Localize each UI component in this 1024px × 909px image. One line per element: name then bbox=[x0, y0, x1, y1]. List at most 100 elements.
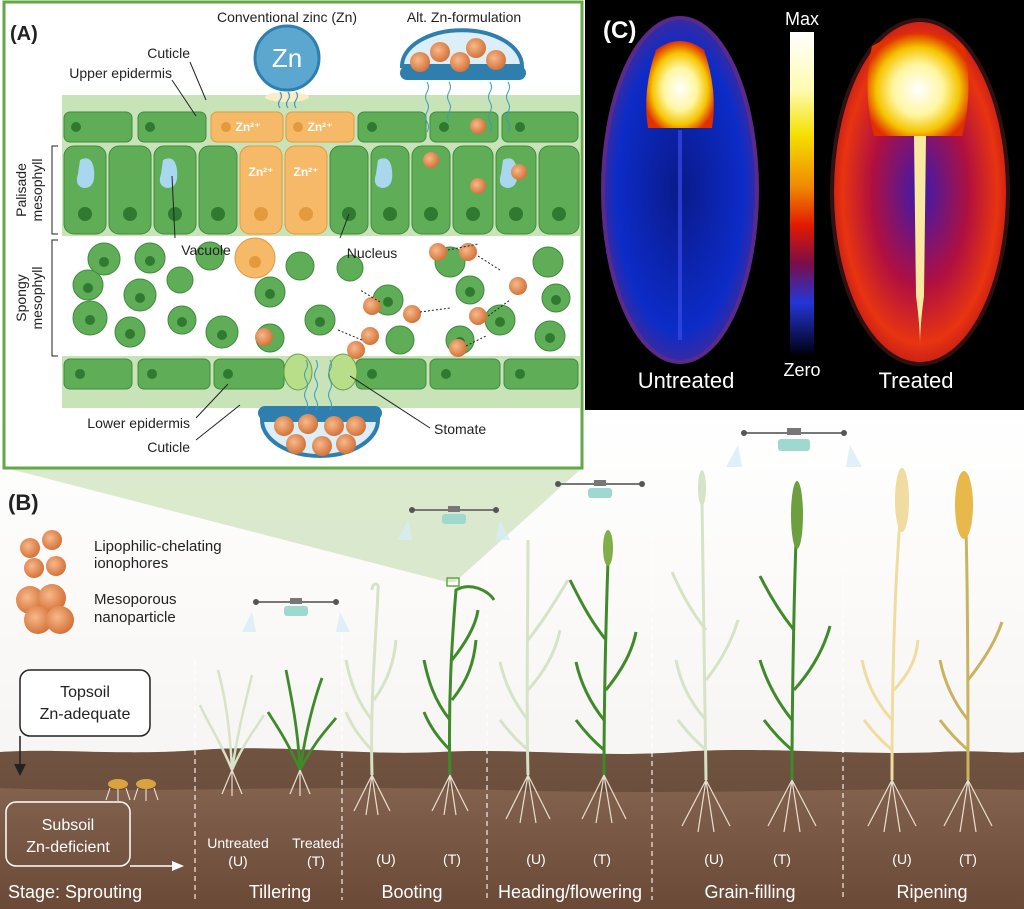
zoom-connector bbox=[6, 468, 582, 582]
plant-grainfill-treated bbox=[758, 539, 832, 781]
booting-u-label: (U) bbox=[376, 851, 395, 867]
svg-text:Spongy: Spongy bbox=[13, 274, 29, 321]
alt-zn-capsule-top bbox=[399, 28, 526, 80]
svg-text:mesophyll: mesophyll bbox=[29, 158, 45, 221]
np-release-arrows bbox=[337, 243, 511, 347]
booting-t-label: (T) bbox=[443, 851, 461, 867]
grainfill-t-label: (T) bbox=[773, 851, 791, 867]
topsoil-box bbox=[19, 669, 151, 737]
plant-booting-untreated bbox=[344, 582, 398, 776]
drone-icon-booting bbox=[398, 506, 510, 540]
plant-heading-treated bbox=[568, 559, 638, 776]
topsoil-line1: Topsoil bbox=[60, 684, 110, 701]
grain-untreated-embryo bbox=[646, 41, 714, 128]
svg-text:Zn²⁺: Zn²⁺ bbox=[294, 165, 319, 179]
untreated-label: Untreated bbox=[638, 368, 735, 393]
topsoil-layer bbox=[0, 748, 1024, 792]
stomate-label: Stomate bbox=[434, 421, 486, 437]
subsoil-box bbox=[5, 801, 131, 867]
stage-separators bbox=[194, 460, 844, 900]
drone-icon-heading bbox=[555, 480, 645, 498]
grainfill-u-label: (U) bbox=[704, 851, 723, 867]
ripening-u-label: (U) bbox=[892, 851, 911, 867]
lower-epidermis-cells bbox=[63, 358, 579, 390]
drone-icon-grainfill bbox=[726, 428, 862, 467]
topsoil-line2: Zn-adequate bbox=[40, 706, 131, 723]
spongy-nuclei bbox=[83, 256, 561, 347]
plant-tillering-untreated bbox=[198, 669, 266, 771]
spike-ripening-untreated bbox=[895, 468, 909, 532]
tillering-treated-line2: (T) bbox=[307, 853, 325, 869]
colorbar-zero-label: Zero bbox=[783, 360, 820, 380]
svg-text:Zn²⁺: Zn²⁺ bbox=[249, 165, 274, 179]
stage-sprouting-label: Stage: Sprouting bbox=[8, 882, 142, 902]
palisade-cells bbox=[63, 145, 580, 235]
plant-booting-treated bbox=[422, 585, 496, 776]
panel-b-letter: (B) bbox=[8, 490, 39, 515]
alt-zn-squiggles-bottom bbox=[304, 359, 332, 411]
panel-a-letter: (A) bbox=[10, 23, 38, 45]
palisade-label: Palisade mesophyll bbox=[13, 158, 45, 221]
heading-t-label: (T) bbox=[593, 851, 611, 867]
lower-epidermis-label: Lower epidermis bbox=[87, 415, 190, 431]
subsoil-line2: Zn-deficient bbox=[26, 839, 110, 856]
plant-ripening-untreated bbox=[860, 519, 920, 781]
panel-c-letter: (C) bbox=[603, 17, 636, 44]
spike-grainfill-treated bbox=[791, 481, 803, 549]
heading-u-label: (U) bbox=[526, 851, 545, 867]
subsoil-line1: Subsoil bbox=[42, 817, 94, 834]
sprouting-seeds bbox=[105, 779, 159, 801]
grain-treated-embryo bbox=[867, 33, 969, 136]
legend-nanoparticle-line2: nanoparticle bbox=[94, 609, 176, 626]
spike-heading bbox=[603, 530, 613, 566]
nucleus-label: Nucleus bbox=[347, 245, 398, 261]
stage-ripening-label: Ripening bbox=[896, 882, 967, 902]
legend-nanoparticle-icon bbox=[16, 584, 74, 634]
spike-grainfill-untreated bbox=[698, 470, 706, 506]
drone-icon-tillering bbox=[242, 598, 350, 632]
plant-roots bbox=[221, 769, 993, 833]
colorbar-max-label: Max bbox=[785, 9, 819, 29]
panel-a-leaders bbox=[51, 61, 431, 441]
plant-heading-untreated bbox=[498, 539, 570, 776]
stage-heading-label: Heading/flowering bbox=[498, 882, 642, 902]
colorbar bbox=[790, 32, 814, 354]
tillering-untreated-line1: Untreated bbox=[207, 835, 268, 851]
upper-epidermis-label: Upper epidermis bbox=[69, 65, 172, 81]
zn-symbol: Zn bbox=[272, 43, 302, 73]
legend-ionophores-line1: Lipophilic-chelating bbox=[94, 538, 222, 555]
stomate-guard-cells bbox=[283, 353, 358, 391]
zn-ion-labels: Zn²⁺ Zn²⁺ Zn²⁺ Zn²⁺ bbox=[236, 120, 333, 179]
tillering-untreated-line2: (U) bbox=[228, 853, 247, 869]
plant-tillering-treated bbox=[266, 669, 338, 771]
leaf-nanoparticles bbox=[255, 118, 527, 359]
cuticle-top-label: Cuticle bbox=[147, 45, 190, 61]
legend-ionophores-line2: ionophores bbox=[94, 555, 168, 572]
grain-treated-crease bbox=[914, 136, 926, 346]
svg-text:mesophyll: mesophyll bbox=[29, 266, 45, 329]
stage-booting-label: Booting bbox=[381, 882, 442, 902]
cuticle-bottom-label: Cuticle bbox=[147, 439, 190, 455]
stage-tillering-label: Tillering bbox=[249, 882, 311, 902]
svg-text:Zn²⁺: Zn²⁺ bbox=[236, 120, 261, 134]
zoom-target-box bbox=[446, 577, 460, 587]
alt-zn-capsule-bottom bbox=[258, 406, 382, 458]
alt-zn-label: Alt. Zn-formulation bbox=[407, 9, 521, 25]
plant-grainfill-untreated bbox=[670, 499, 740, 781]
stage-grainfill-label: Grain-filling bbox=[704, 882, 795, 902]
plant-ripening-treated bbox=[938, 529, 1004, 781]
legend-ionophores-icon bbox=[20, 530, 66, 578]
zn-sphere bbox=[253, 24, 321, 92]
svg-text:Palisade: Palisade bbox=[13, 163, 29, 217]
legend-nanoparticle-line1: Mesoporous bbox=[94, 591, 177, 608]
treated-label: Treated bbox=[878, 368, 953, 393]
tillering-treated-line1: Treated bbox=[292, 835, 340, 851]
zn-diffusion-squiggles bbox=[277, 91, 299, 109]
conventional-zn-label: Conventional zinc (Zn) bbox=[217, 9, 357, 25]
ripening-t-label: (T) bbox=[959, 851, 977, 867]
spongy-label: Spongy mesophyll bbox=[13, 266, 45, 329]
alt-zn-squiggles-top bbox=[425, 81, 510, 133]
vacuole-label: Vacuole bbox=[181, 242, 231, 258]
